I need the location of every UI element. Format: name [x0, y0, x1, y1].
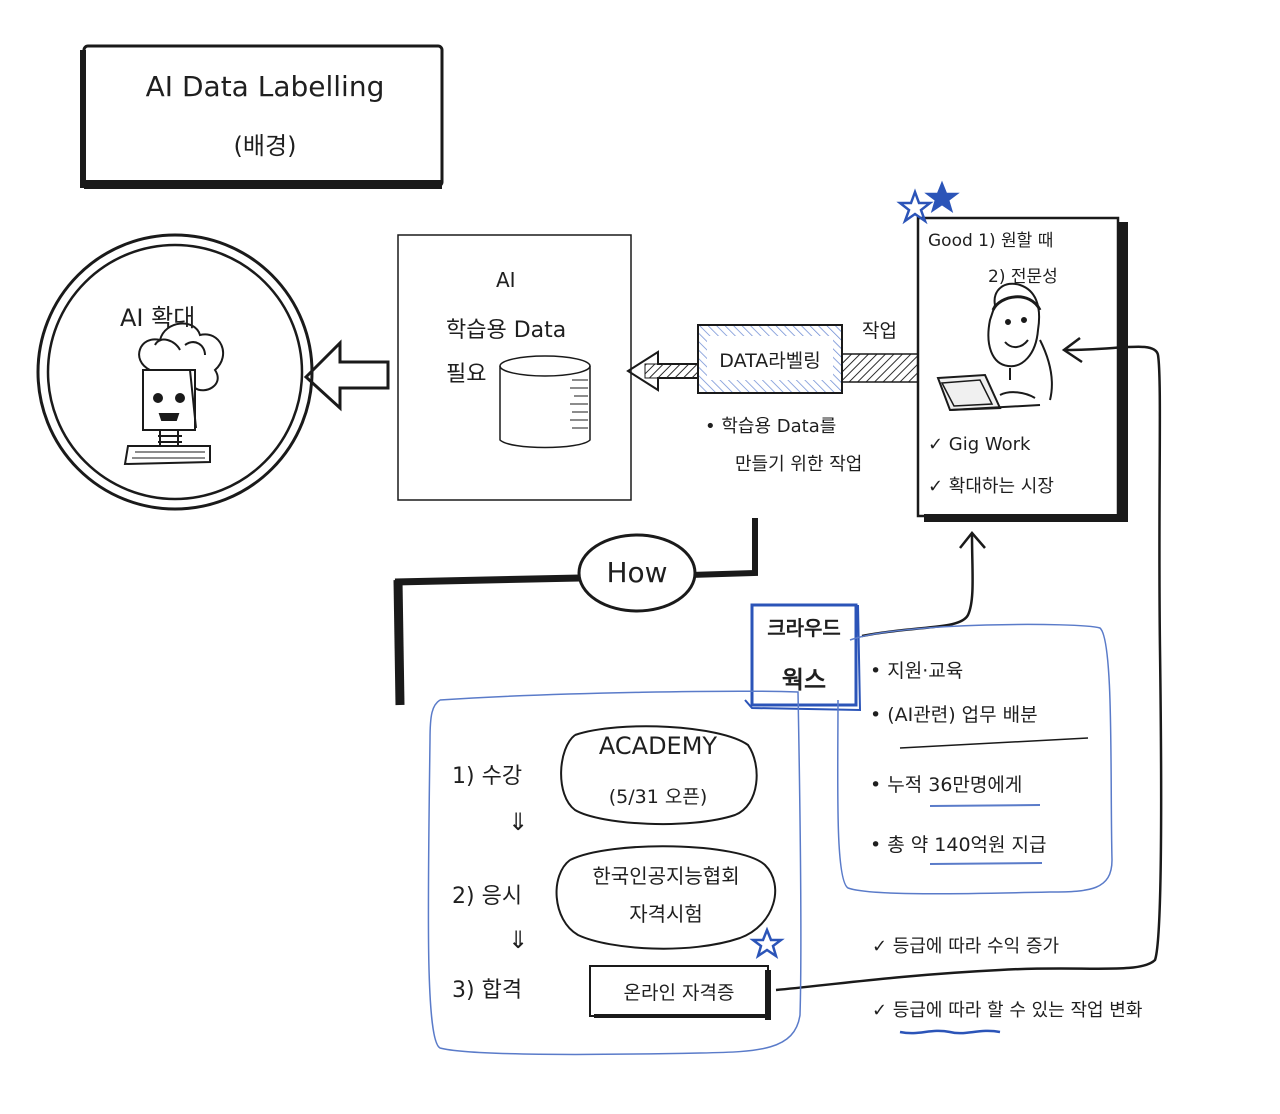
ai-expand-label: AI 확대	[120, 304, 196, 332]
grade-underline	[899, 1029, 1001, 1035]
labeling-work-label: 작업	[862, 320, 897, 342]
ai-data-line1: AI	[496, 268, 516, 292]
ai-data-line3: 필요	[446, 362, 487, 387]
crowdworks-line2: 웍스	[781, 666, 827, 694]
person-laptop-icon	[936, 282, 1053, 412]
step-arrow: ⇓	[508, 926, 529, 954]
crowdworks-box	[744, 603, 862, 712]
labeling-note-1: • 학습용 Data를	[705, 416, 837, 437]
labeling-note-2: 만들기 위한 작업	[735, 454, 863, 475]
arrow-cert-to-good	[775, 337, 1163, 992]
title-line2: (배경)	[233, 132, 297, 160]
good-check-2: ✓ 확대하는 시장	[928, 476, 1054, 497]
title-line1: AI Data Labelling	[145, 70, 385, 103]
academy-ellipse	[560, 725, 758, 826]
good-line-2: 2) 전문성	[988, 267, 1058, 287]
steps-panel	[427, 690, 802, 1056]
robot-icon	[123, 322, 225, 466]
labeling-arrow	[626, 324, 919, 394]
star-icons-blue	[896, 180, 960, 225]
arrow-to-ai-expand	[303, 339, 390, 412]
cert-label: 온라인 자격증	[623, 982, 735, 1004]
how-connector	[393, 518, 758, 706]
step-2: 2) 응시	[452, 884, 523, 909]
star-icon-cert	[749, 926, 785, 959]
title-box	[80, 44, 444, 189]
feature-item: • 총 약 140억원 지급	[870, 834, 1047, 856]
labeling-label: DATA라벨링	[719, 350, 821, 372]
feature-item: • 지원·교육	[870, 660, 964, 682]
cert-box	[589, 965, 771, 1020]
good-box	[916, 216, 1128, 522]
step-3: 3) 합격	[452, 978, 523, 1003]
how-label: How	[606, 556, 668, 589]
grade-1: ✓ 등급에 따라 수익 증가	[872, 936, 1060, 957]
arrow-crowdworks-to-good	[861, 531, 986, 638]
features-panel	[836, 623, 1113, 895]
feature-item: • (AI관련) 업무 배분	[870, 704, 1038, 726]
ai-data-line2: 학습용 Data	[446, 318, 567, 343]
good-check-1: ✓ Gig Work	[928, 434, 1031, 455]
database-icon	[499, 355, 591, 449]
grade-2: ✓ 등급에 따라 할 수 있는 작업 변화	[872, 1000, 1143, 1021]
step-arrow: ⇓	[508, 808, 529, 836]
crowdworks-line1: 크라우드	[767, 616, 841, 640]
academy-line1: ACADEMY	[598, 732, 718, 760]
kaia-line2: 자격시험	[629, 902, 703, 926]
good-line-1: Good 1) 원할 때	[928, 231, 1054, 251]
ai-data-box	[397, 234, 632, 501]
step-1: 1) 수강	[452, 764, 523, 789]
academy-line2: (5/31 오픈)	[608, 786, 708, 808]
feature-item: • 누적 36만명에게	[870, 774, 1023, 796]
kaia-ellipse	[555, 845, 777, 950]
kaia-line1: 한국인공지능협회	[592, 864, 740, 888]
